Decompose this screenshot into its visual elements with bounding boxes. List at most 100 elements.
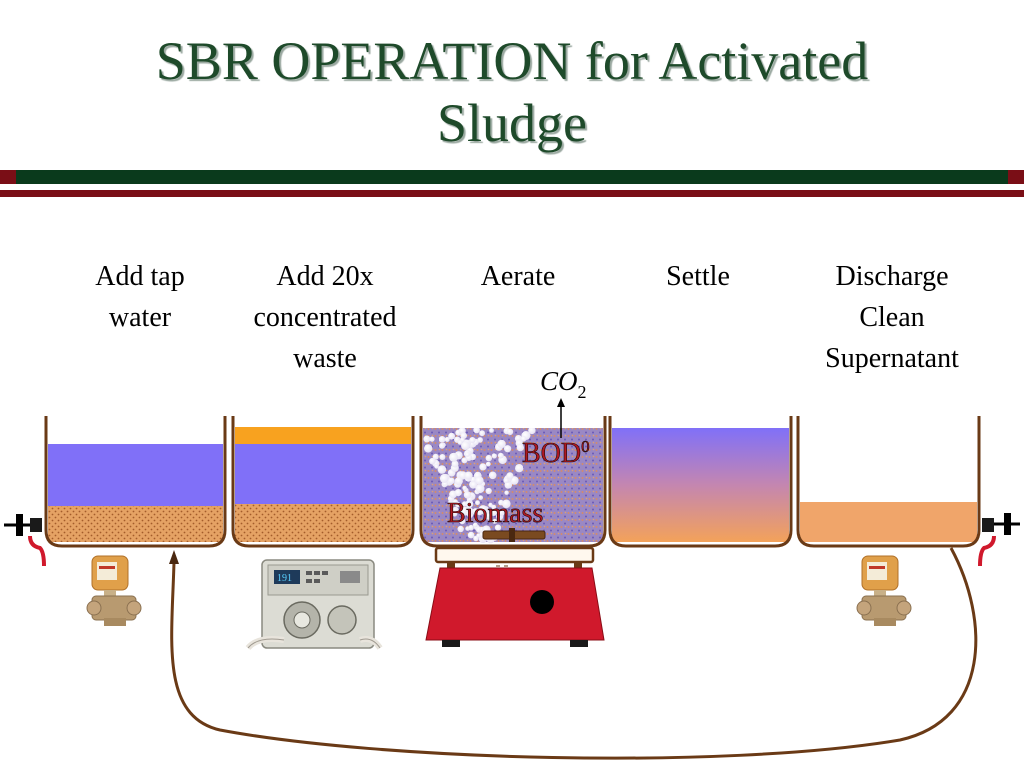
- title-line-1: SBR OPERATION for Activated: [155, 31, 869, 91]
- air-bubble: [439, 473, 449, 483]
- air-bubble: [485, 487, 492, 495]
- air-bubble: [473, 428, 480, 434]
- air-bubble: [429, 457, 436, 465]
- air-bubble: [437, 465, 447, 474]
- air-bubble: [492, 518, 498, 524]
- pump-display-readout: 191: [277, 573, 292, 584]
- valve-right: [856, 513, 1020, 626]
- air-bubble: [494, 524, 502, 531]
- air-bubble: [457, 440, 463, 445]
- waste-layer: [235, 427, 411, 444]
- stage-label-add-tap-water: Add tap water: [95, 261, 185, 333]
- air-bubble: [454, 489, 462, 497]
- air-bubble: [490, 509, 497, 516]
- air-bubble: [465, 452, 470, 457]
- air-bubble: [489, 428, 494, 433]
- air-bubble: [504, 490, 509, 495]
- air-bubble: [449, 452, 459, 462]
- air-bubble: [463, 491, 472, 499]
- peristaltic-pump: 191: [245, 559, 383, 651]
- page-title: SBR OPERATION for Activated Sludge: [0, 30, 1024, 154]
- air-bubble: [528, 428, 536, 435]
- title-line-2: Sludge: [436, 93, 587, 153]
- stage-label-aerate: Aerate: [480, 261, 556, 292]
- tank-add-waste: [231, 416, 415, 548]
- water-layer: [235, 444, 411, 504]
- air-bubble: [515, 464, 524, 473]
- air-bubble: [485, 461, 491, 467]
- air-bubble: [470, 476, 477, 483]
- air-bubble: [488, 471, 497, 480]
- air-bubble: [497, 439, 506, 449]
- air-bubble: [464, 471, 473, 480]
- air-bubble: [444, 437, 450, 442]
- air-bubble: [516, 443, 524, 452]
- air-bubble: [424, 444, 433, 453]
- air-bubble: [451, 510, 458, 517]
- stirrer-knob: [530, 590, 554, 614]
- air-bubble: [479, 430, 485, 437]
- header-rule: [0, 170, 1024, 197]
- air-bubble: [497, 452, 504, 459]
- air-bubble: [485, 454, 492, 462]
- air-bubble: [429, 436, 435, 442]
- air-bubble: [459, 518, 466, 525]
- stage-label-settle: Settle: [666, 261, 730, 292]
- air-bubble: [502, 499, 511, 509]
- air-bubble: [461, 457, 468, 464]
- air-bubble: [520, 436, 527, 442]
- air-bubble: [478, 495, 484, 500]
- cycle-return-arrow: [169, 547, 978, 760]
- tank-aerate: [419, 416, 607, 548]
- air-bubble: [460, 432, 468, 440]
- sludge-layer: [48, 506, 223, 542]
- air-bubble: [472, 522, 478, 528]
- tank-settle: [608, 416, 793, 548]
- air-bubble: [491, 453, 497, 459]
- mixed-liquor: [423, 428, 603, 542]
- air-bubble: [477, 437, 483, 443]
- air-bubble: [469, 437, 476, 444]
- air-bubble: [506, 472, 514, 480]
- biomass-label: Biomass: [447, 498, 543, 529]
- air-bubble: [454, 477, 463, 486]
- air-bubble: [498, 509, 505, 517]
- water-layer: [48, 444, 223, 506]
- valve-left: [4, 514, 142, 626]
- stage-label-add-waste: Add 20x concentrated waste: [253, 261, 397, 374]
- air-bubble: [504, 445, 512, 453]
- settling-liquor: [612, 428, 789, 542]
- bod-label: BOD0: [522, 437, 590, 469]
- air-bubble: [439, 454, 446, 460]
- co2-label: CO2: [540, 366, 587, 402]
- air-bubble: [461, 441, 470, 450]
- air-bubble: [451, 460, 459, 468]
- air-bubble: [448, 477, 455, 485]
- air-bubble: [462, 485, 467, 491]
- pump-display: [274, 570, 300, 584]
- air-bubble: [455, 501, 461, 508]
- air-bubble: [423, 435, 431, 443]
- air-bubble: [432, 453, 439, 460]
- air-bubble: [434, 464, 439, 469]
- air-bubble: [475, 484, 485, 494]
- stage-label-discharge: Discharge Clean Supernatant: [825, 261, 959, 374]
- air-bubble: [476, 508, 483, 516]
- air-bubble: [475, 500, 480, 506]
- sludge-layer: [800, 502, 977, 542]
- sludge-layer: [235, 504, 411, 542]
- air-bubble: [468, 524, 474, 531]
- magnetic-stirrer: [425, 546, 605, 647]
- air-bubble: [465, 499, 474, 508]
- tank-tap-water: [44, 416, 227, 548]
- air-bubbles: [423, 428, 536, 544]
- air-bubble: [467, 531, 475, 539]
- air-bubble: [479, 463, 487, 471]
- air-bubble: [506, 428, 514, 435]
- co2-arrow: [557, 398, 565, 438]
- air-bubble: [485, 513, 491, 519]
- air-bubble: [438, 436, 446, 443]
- air-bubble: [470, 481, 478, 489]
- air-bubble: [503, 478, 509, 484]
